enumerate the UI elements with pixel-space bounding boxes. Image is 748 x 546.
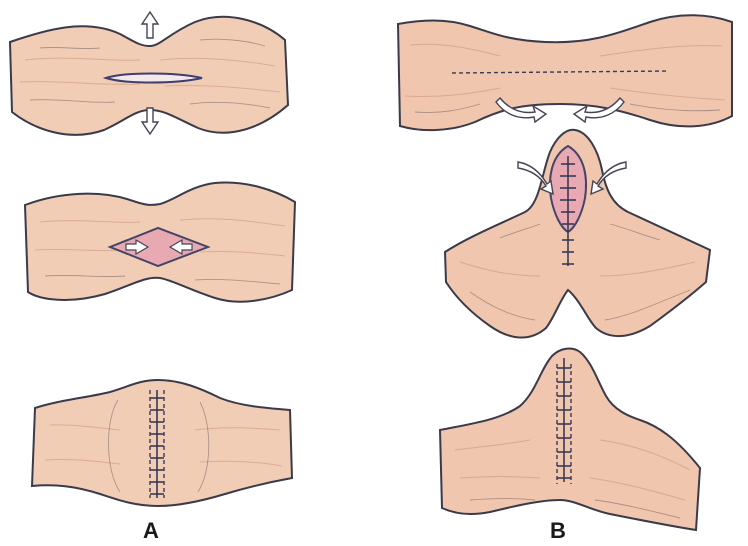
down-arrow-icon [142, 108, 158, 134]
tissue-band [32, 380, 292, 506]
panel-b-step-1 [398, 15, 732, 130]
tissue-flap [440, 349, 700, 530]
linear-incision [106, 74, 202, 83]
panel-a-step-3 [32, 380, 292, 506]
up-arrow-icon [142, 12, 158, 38]
tissue-band [398, 15, 732, 130]
panel-a-step-1 [10, 12, 288, 135]
panel-label-a: A [143, 518, 159, 544]
panel-label-b: B [550, 518, 566, 544]
panel-b-step-2 [445, 130, 710, 338]
panel-b-step-3 [440, 349, 700, 530]
panel-b [398, 15, 732, 530]
panel-a [10, 12, 295, 506]
panel-a-step-2 [25, 182, 295, 301]
